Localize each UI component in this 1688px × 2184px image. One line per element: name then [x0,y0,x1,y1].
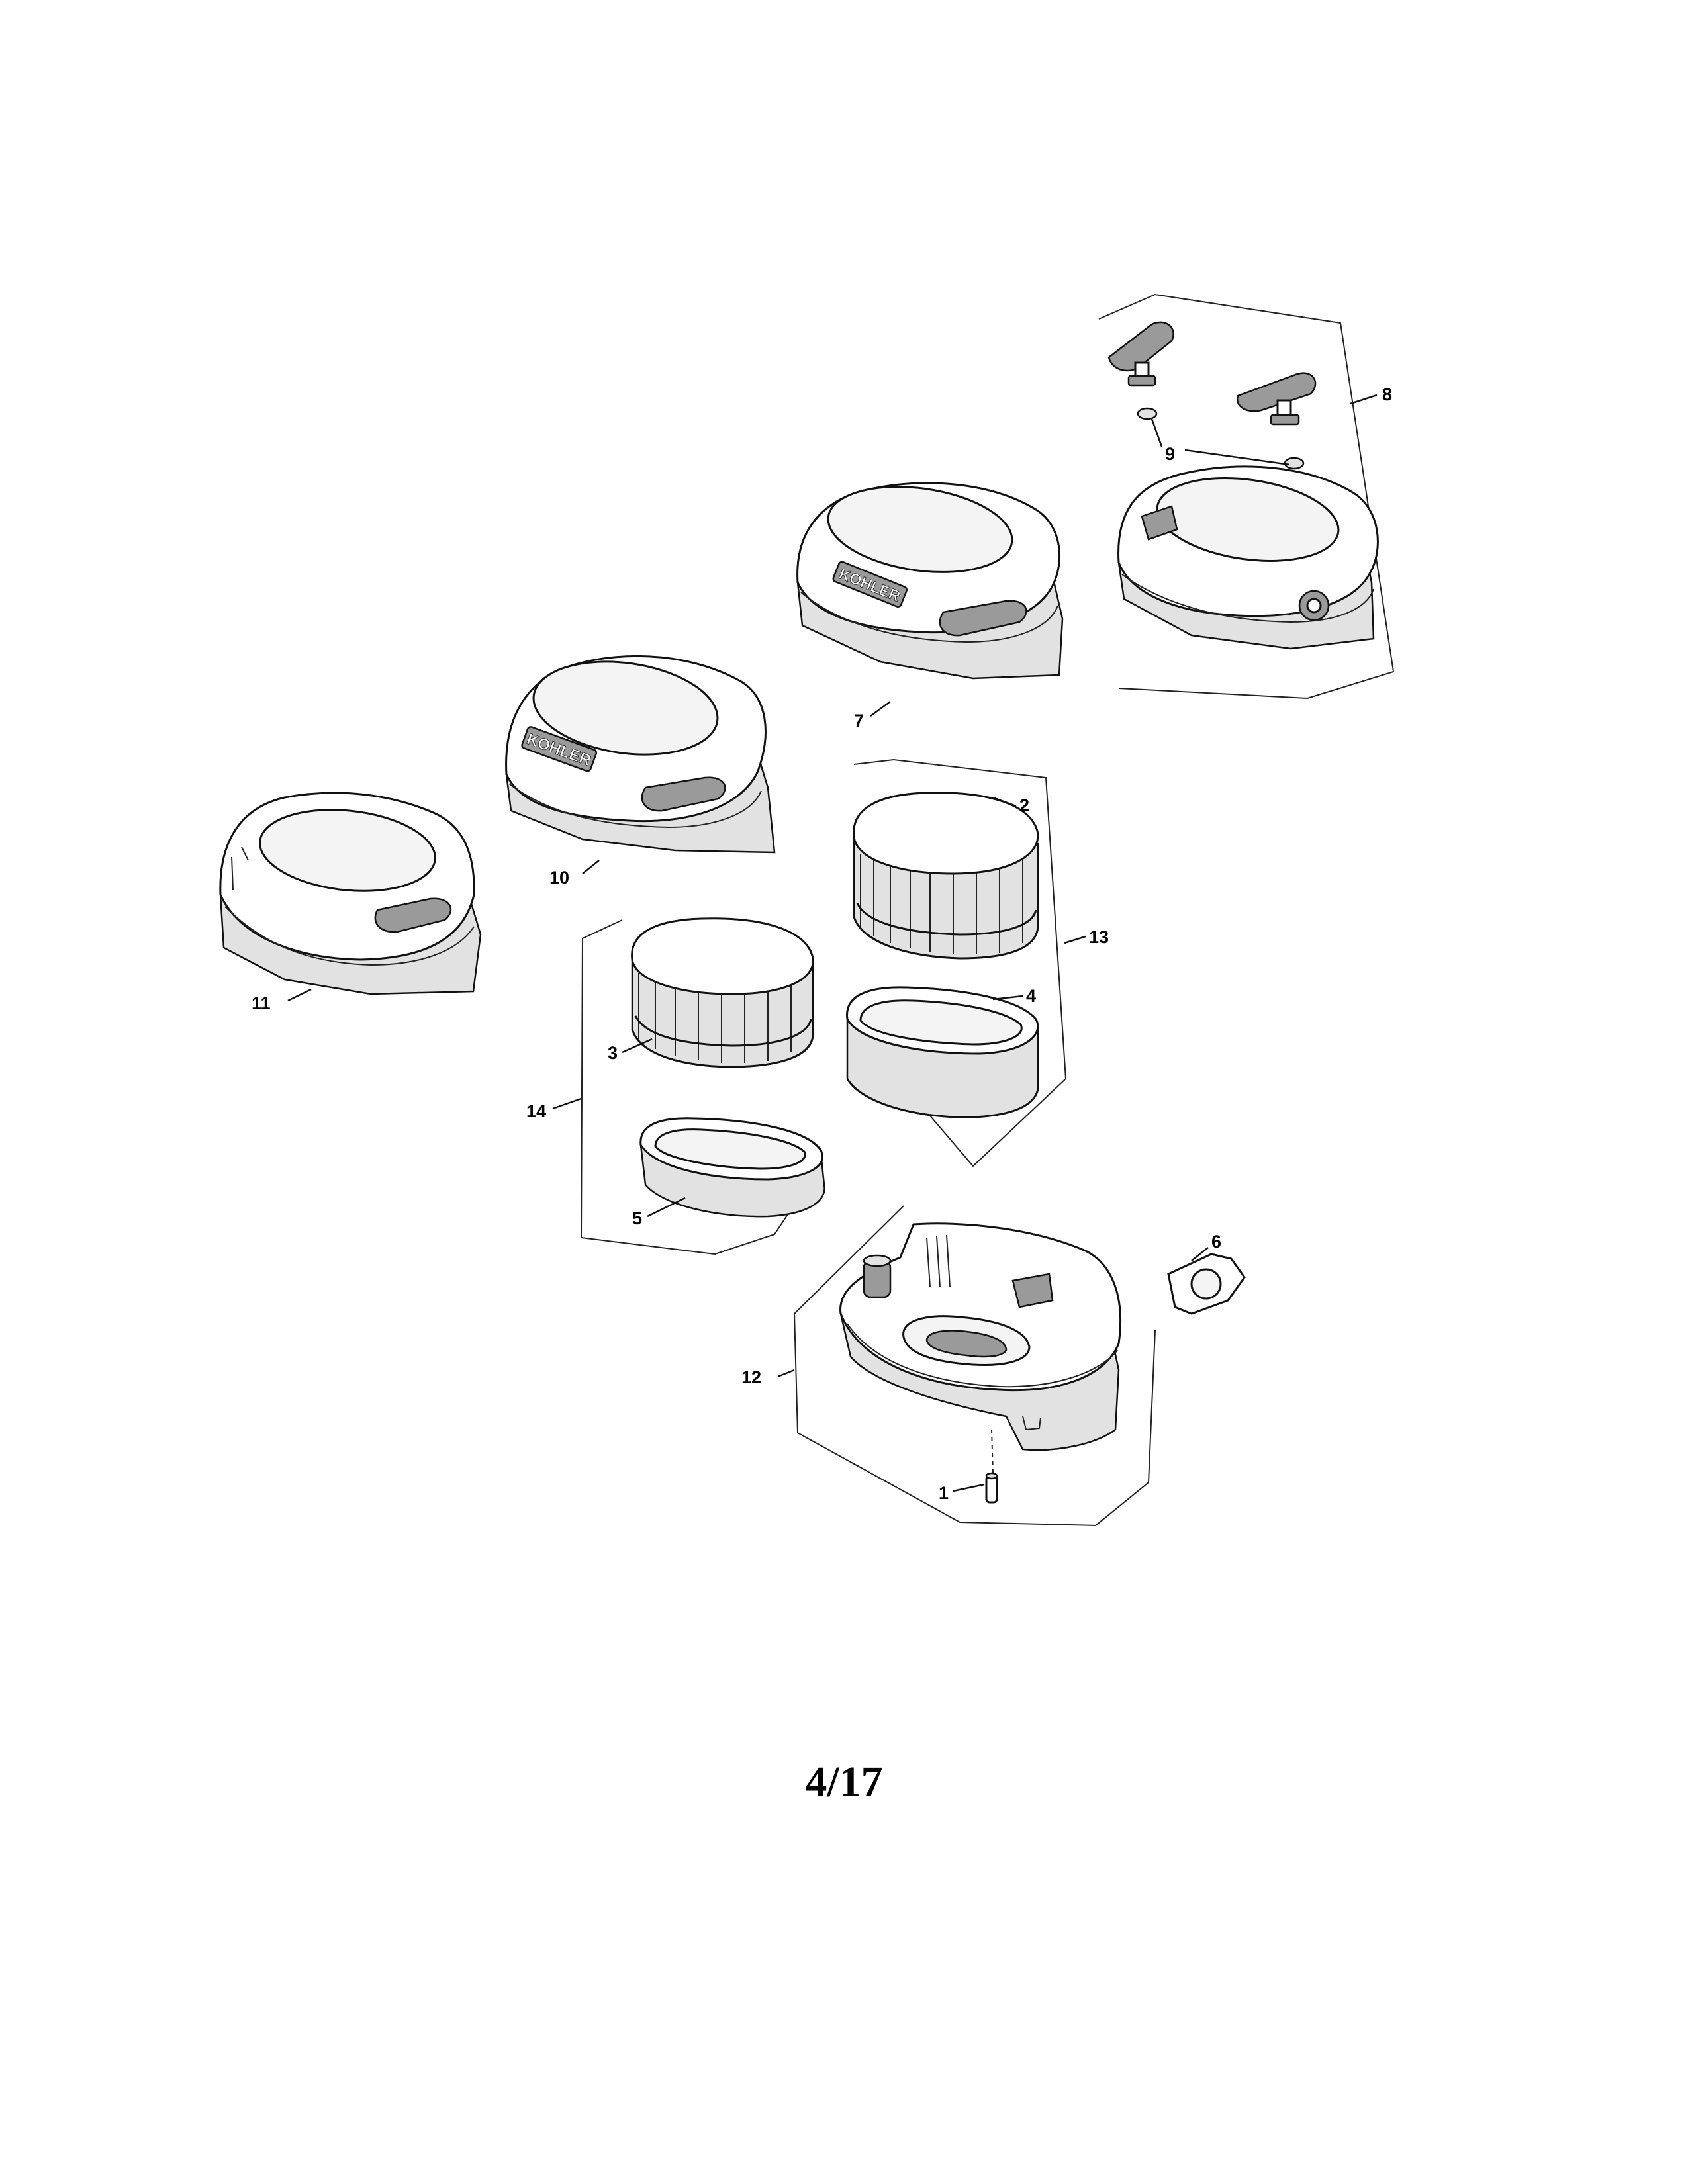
page-number: 4/17 [805,1758,883,1806]
group-13-boundary [853,758,1067,1167]
air-cleaner-cover-8 [1117,465,1379,650]
callout-4: 4 [1026,986,1036,1006]
pre-cleaner-5 [639,1117,825,1218]
knob-right [1237,372,1317,426]
group-12-boundary [793,1205,1156,1527]
air-cleaner-base-12 [839,1222,1121,1451]
gasket-6 [1167,1253,1246,1315]
callout-9: 9 [1165,444,1175,464]
callout-2: 2 [1019,796,1029,815]
callout-3: 3 [608,1043,618,1063]
callout-8: 8 [1382,385,1392,404]
pin-1 [985,1429,998,1504]
pre-cleaner-4 [846,986,1039,1118]
callout-14: 14 [526,1101,546,1121]
leader-lines [287,394,1378,1492]
knob-left [1107,321,1174,387]
callout-10: 10 [549,868,569,887]
callout-1: 1 [939,1483,949,1503]
air-cleaner-cover-10: KOHLER [505,655,776,854]
callout-7: 7 [854,711,864,731]
callout-11: 11 [252,993,271,1013]
air-cleaner-cover-7: KOHLER [796,482,1064,680]
filter-element-2 [853,792,1039,960]
callout-6: 6 [1211,1232,1221,1251]
callouts: 1 2 3 4 5 6 7 8 9 10 11 12 13 14 [252,385,1392,1503]
air-cleaner-cover-11 [219,792,482,995]
callout-13: 13 [1089,927,1109,947]
group-8-boundary [1098,293,1395,700]
filter-element-3 [631,917,814,1068]
callout-12: 12 [741,1367,761,1387]
group-14-boundary [580,919,821,1255]
callout-5: 5 [632,1208,642,1228]
washers-9 [1137,407,1305,470]
